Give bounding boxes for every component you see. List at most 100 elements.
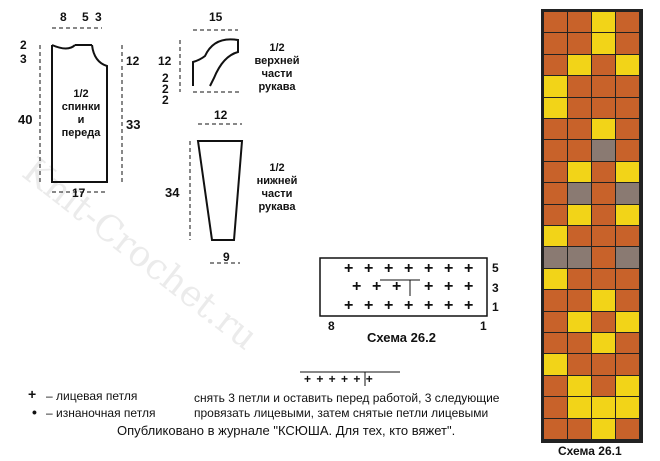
- scheme-26-1-cell: [616, 33, 639, 54]
- scheme-26-1-caption: Схема 26.1: [558, 444, 622, 458]
- knit-stitch-symbol: +: [404, 260, 414, 277]
- scheme-26-1-cell: [616, 354, 639, 375]
- scheme-26-1-cell: [568, 12, 591, 33]
- scheme-26-1-cell: [544, 204, 567, 225]
- scheme-26-2-box: [319, 257, 488, 317]
- scheme-26-1-cell: [568, 183, 591, 204]
- scheme-26-1-cell: [544, 375, 567, 397]
- scheme-26-1-cell: [616, 161, 639, 183]
- knit-stitch-symbol: +: [444, 260, 454, 277]
- sleeve-top-piece: [192, 38, 239, 87]
- scheme-26-1-cell: [544, 12, 567, 33]
- sleeve-bottom-dim-9: 9: [223, 250, 230, 264]
- sleeve-bottom-dim-34: 34: [165, 185, 180, 200]
- scheme-26-1-cell: [592, 311, 615, 332]
- scheme-26-2-row-1: 1: [492, 300, 499, 314]
- scheme-26-1-cell: [616, 140, 639, 161]
- knit-stitch-symbol: +: [372, 278, 382, 295]
- scheme-26-1-cell: [544, 54, 567, 76]
- scheme-26-1-grid: [541, 9, 643, 443]
- knit-stitch-symbol: +: [464, 278, 474, 295]
- scheme-26-1-cell: [616, 119, 639, 140]
- scheme-26-1-cell: [544, 76, 567, 97]
- knit-stitch-symbol: +: [384, 297, 394, 314]
- scheme-26-1-cell: [544, 97, 567, 118]
- scheme-26-1-cell: [616, 375, 639, 397]
- scheme-26-1-cell: [568, 140, 591, 161]
- scheme-26-1-cell: [592, 119, 615, 140]
- dim-top-b: 5: [82, 10, 89, 24]
- scheme-26-1-cell: [544, 311, 567, 332]
- sleeve-top-dim-15: 15: [209, 10, 223, 24]
- scheme-26-1-cell: [544, 397, 567, 418]
- knit-stitch-symbol: +: [404, 297, 414, 314]
- scheme-26-1-cell: [616, 290, 639, 311]
- sleeve-top-dim-2b: 2: [162, 82, 169, 96]
- scheme-26-1-cell: [568, 290, 591, 311]
- scheme-26-1-cell: [592, 33, 615, 54]
- scheme-26-1-cell: [592, 290, 615, 311]
- scheme-26-1-cell: [568, 97, 591, 118]
- scheme-26-1-cell: [592, 268, 615, 290]
- sleeve-top-dim-2a: 2: [162, 71, 169, 85]
- scheme-26-1-cell: [568, 54, 591, 76]
- scheme-26-1-cell: [616, 204, 639, 225]
- scheme-26-2-row-3: 3: [492, 281, 499, 295]
- knit-stitch-symbol: +: [464, 260, 474, 277]
- scheme-26-1-cell: [544, 183, 567, 204]
- scheme-26-1-cell: [592, 247, 615, 268]
- scheme-26-1-cell: [616, 12, 639, 33]
- scheme-26-1-cell: [568, 33, 591, 54]
- scheme-26-1-cell: [544, 33, 567, 54]
- scheme-26-1-cell: [592, 354, 615, 375]
- dim-left-2: 2: [20, 38, 27, 52]
- knit-stitch-symbol: +: [392, 278, 402, 295]
- scheme-26-2-col-8: 8: [328, 319, 335, 333]
- scheme-26-1-cell: [592, 97, 615, 118]
- scheme-26-1-cell: [568, 397, 591, 418]
- scheme-26-1-cell: [616, 76, 639, 97]
- scheme-26-1-cell: [592, 375, 615, 397]
- scheme-26-1-cell: [592, 161, 615, 183]
- scheme-26-1-cell: [568, 119, 591, 140]
- scheme-26-1-cell: [616, 97, 639, 118]
- knit-stitch-symbol: +: [464, 297, 474, 314]
- scheme-26-1-cell: [568, 418, 591, 439]
- knit-stitch-symbol: +: [364, 297, 374, 314]
- sleeve-top-dim-2c: 2: [162, 93, 169, 107]
- knit-stitch-symbol: +: [424, 260, 434, 277]
- scheme-26-1-cell: [616, 247, 639, 268]
- knit-stitch-symbol: +: [444, 297, 454, 314]
- scheme-26-1-cell: [616, 333, 639, 354]
- scheme-26-1-cell: [616, 183, 639, 204]
- scheme-26-1-cell: [544, 268, 567, 290]
- scheme-26-1-cell: [544, 226, 567, 247]
- sleeve-bottom-label: 1/2 нижней части рукава: [256, 162, 298, 213]
- dim-top-c: 3: [95, 10, 102, 24]
- scheme-26-1-cell: [568, 333, 591, 354]
- legend-knit-symbol: +: [28, 386, 37, 402]
- legend-purl-symbol: •: [32, 404, 37, 420]
- cable-note-line2: провязать лицевыми, затем снятые петли л…: [194, 406, 489, 420]
- cable-symbols: + + + + + +: [304, 372, 374, 386]
- knit-stitch-symbol: +: [424, 278, 434, 295]
- knit-stitch-symbol: +: [424, 297, 434, 314]
- scheme-26-1-cell: [568, 76, 591, 97]
- scheme-26-1-cell: [544, 418, 567, 439]
- sleeve-top-dim-12: 12: [158, 54, 172, 68]
- cable-note-line1: снять 3 петли и оставить перед работой, …: [194, 391, 500, 405]
- scheme-26-1-cell: [568, 247, 591, 268]
- scheme-26-1-cell: [544, 247, 567, 268]
- scheme-26-1-cell: [568, 226, 591, 247]
- dim-bottom-17: 17: [72, 186, 86, 200]
- scheme-26-1-cell: [592, 183, 615, 204]
- scheme-26-2-col-1: 1: [480, 319, 487, 333]
- dim-right-12: 12: [126, 54, 140, 68]
- scheme-26-1-cell: [544, 354, 567, 375]
- scheme-26-1-cell: [544, 140, 567, 161]
- scheme-26-1-cell: [544, 290, 567, 311]
- dim-top-a: 8: [60, 10, 67, 24]
- knit-stitch-symbol: +: [352, 278, 362, 295]
- scheme-26-1-cell: [568, 375, 591, 397]
